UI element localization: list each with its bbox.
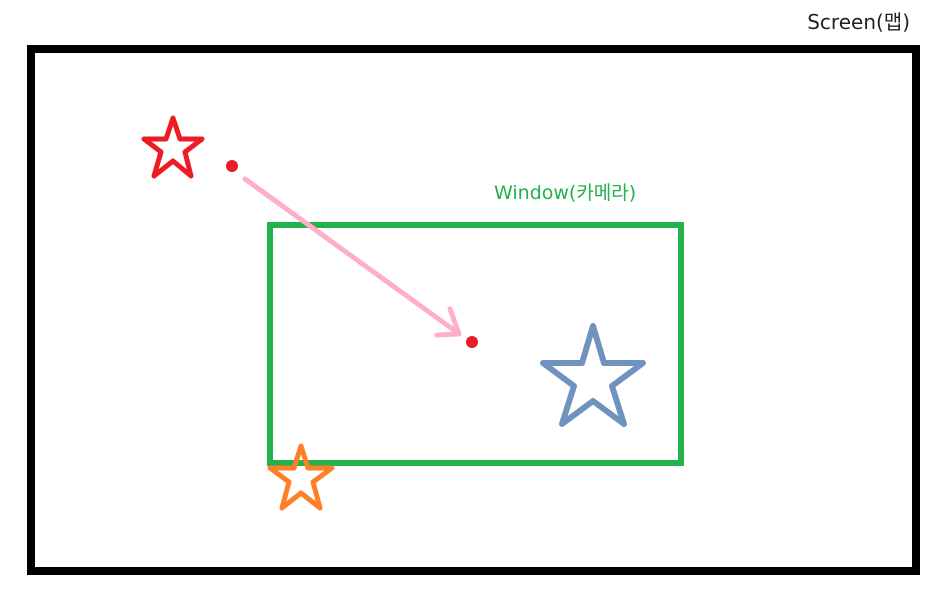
orange-star-icon	[267, 443, 335, 511]
movement-arrow-head	[434, 306, 462, 338]
movement-arrow-line	[242, 176, 461, 336]
screen-label: Screen(맵)	[807, 10, 910, 34]
red-star-icon	[141, 115, 205, 179]
target-point	[466, 336, 478, 348]
screen-frame	[27, 45, 920, 575]
window-frame	[267, 222, 684, 466]
blue-star-icon	[540, 323, 646, 427]
window-label: Window(카메라)	[494, 182, 636, 204]
origin-point	[226, 160, 238, 172]
